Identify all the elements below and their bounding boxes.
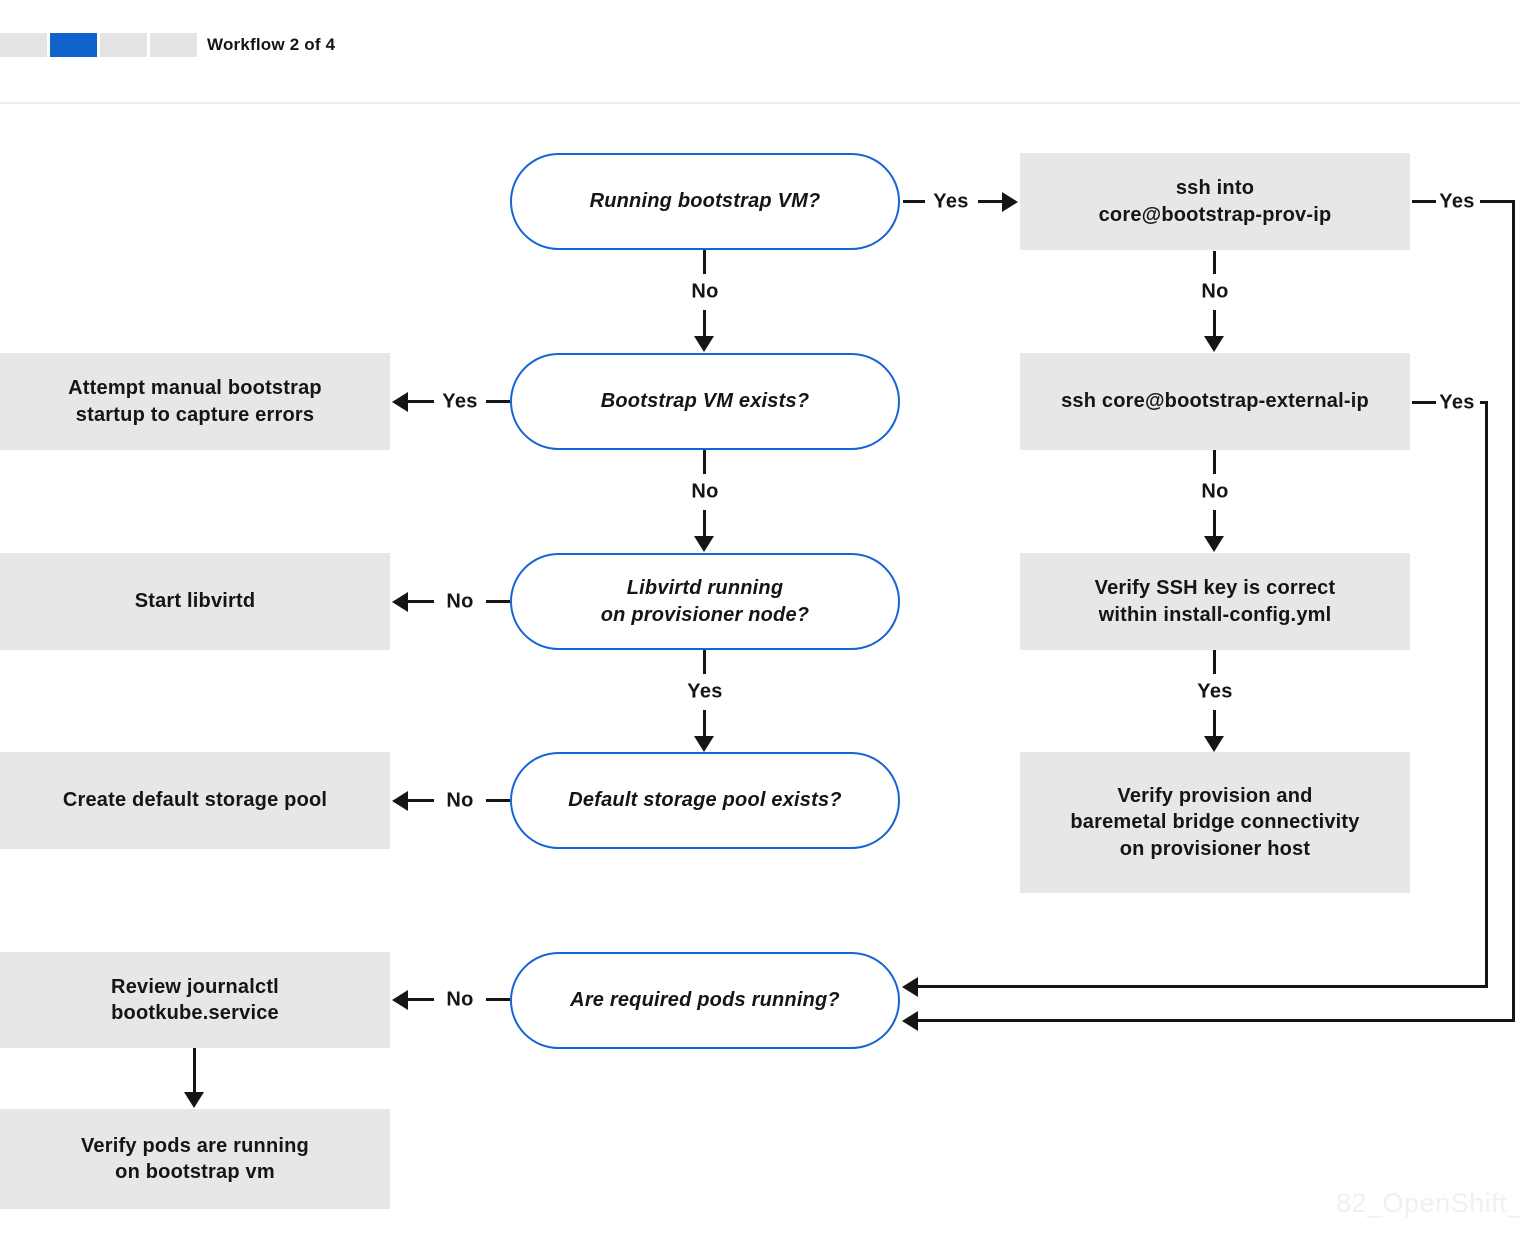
edge-label-no: No (446, 988, 474, 1011)
edge-d4-l4-arrowhead (392, 791, 408, 811)
action-box-label: Start libvirtd (134, 590, 256, 613)
edge-d2-d3-arrowhead (694, 536, 714, 552)
edge-label-yes: Yes (1439, 190, 1475, 213)
edge-d3-d4-line (703, 710, 706, 736)
decision-label: Bootstrap VM exists? (600, 390, 810, 413)
edge-label-no: No (1201, 480, 1229, 503)
edge-r2-loop-line (918, 985, 1488, 988)
action-box-label: Review journalctl bootkube.service (111, 975, 279, 1024)
action-box-verify-ssh-key: Verify SSH key is correct within install… (1020, 553, 1410, 650)
edge-d3-d4-line (703, 650, 706, 674)
action-box-label: Create default storage pool (62, 789, 328, 812)
action-box-label: Verify SSH key is correct within install… (1094, 577, 1336, 626)
action-box-verify-bridge-connectivity: Verify provision and baremetal bridge co… (1020, 752, 1410, 893)
watermark-text: 82_OpenShift_0520 (1336, 1188, 1520, 1218)
edge-d3-l3-line (486, 600, 510, 603)
edge-r3-r4-arrowhead (1204, 736, 1224, 752)
edge-d1-r1-line (978, 200, 1002, 203)
edge-label-yes: Yes (1197, 680, 1233, 703)
edge-d1-d2-line (703, 250, 706, 274)
edge-r2-loop-line (1480, 401, 1488, 404)
action-box-verify-pods-bootstrap-vm: Verify pods are running on bootstrap vm (0, 1109, 390, 1209)
edge-r2-r3-line (1213, 450, 1216, 474)
edge-r2-loop-arrowhead (902, 977, 918, 997)
edge-label-no: No (691, 480, 719, 503)
page-title: Workflow 2 of 4 (207, 35, 336, 54)
action-box-create-default-storage-pool: Create default storage pool (0, 752, 390, 849)
edge-r1-loop-line (918, 1019, 1515, 1022)
decision-running-bootstrap-vm: Running bootstrap VM? (510, 153, 900, 250)
decision-label: Default storage pool exists? (568, 789, 842, 812)
edge-d4-l4-line (408, 799, 434, 802)
edge-r2-r3-line (1213, 510, 1216, 536)
action-box-ssh-bootstrap-external-ip: ssh core@bootstrap-external-ip (1020, 353, 1410, 450)
edge-r1-loop-line (1412, 200, 1436, 203)
decision-bootstrap-vm-exists: Bootstrap VM exists? (510, 353, 900, 450)
decision-label: Are required pods running? (570, 989, 840, 1012)
progress-segment-4 (150, 33, 197, 57)
edge-d2-l2-line (408, 400, 434, 403)
edge-r1-r2-line (1213, 251, 1216, 274)
action-box-label: ssh core@bootstrap-external-ip (1061, 390, 1369, 413)
action-box-ssh-bootstrap-prov-ip: ssh into core@bootstrap-prov-ip (1020, 153, 1410, 250)
action-box-attempt-manual-bootstrap: Attempt manual bootstrap startup to capt… (0, 353, 390, 450)
edge-l5-l6-line (193, 1048, 196, 1092)
edge-r1-r2-arrowhead (1204, 336, 1224, 352)
edge-d3-d4-arrowhead (694, 736, 714, 752)
header-divider (0, 102, 1520, 104)
edge-d1-d2-arrowhead (694, 336, 714, 352)
edge-r1-loop-line (1480, 200, 1515, 203)
action-box-start-libvirtd: Start libvirtd (0, 553, 390, 650)
edge-label-no: No (446, 789, 474, 812)
edge-r2-loop-line (1412, 401, 1436, 404)
edge-d2-l2-arrowhead (392, 392, 408, 412)
edge-label-yes: Yes (933, 190, 969, 213)
edge-l5-l6-arrowhead (184, 1092, 204, 1108)
edge-label-no: No (1201, 280, 1229, 303)
edge-d4-l4-line (486, 799, 510, 802)
edge-d2-d3-line (703, 450, 706, 474)
edge-r1-loop-arrowhead (902, 1011, 918, 1031)
decision-label: Running bootstrap VM? (589, 190, 821, 213)
edge-d1-r1-arrowhead (1002, 192, 1018, 212)
decision-libvirtd-running: Libvirtd running on provisioner node? (510, 553, 900, 650)
action-box-label: ssh into core@bootstrap-prov-ip (1098, 177, 1332, 226)
edge-d3-l3-line (408, 600, 434, 603)
progress-segment-3 (100, 33, 147, 57)
decision-label: Libvirtd running on provisioner node? (600, 577, 810, 626)
edge-label-yes: Yes (442, 390, 478, 413)
decision-required-pods-running: Are required pods running? (510, 952, 900, 1049)
edge-d5-l5-arrowhead (392, 990, 408, 1010)
edge-r1-r2-line (1213, 310, 1216, 336)
edge-r3-r4-line (1213, 650, 1216, 674)
edge-r2-loop-line (1485, 401, 1488, 988)
edge-r2-r3-arrowhead (1204, 536, 1224, 552)
edge-r3-r4-line (1213, 710, 1216, 736)
edge-d5-l5-line (486, 998, 510, 1001)
edge-label-no: No (691, 280, 719, 303)
edge-d1-r1-line (903, 200, 925, 203)
progress-segment-2-active (50, 33, 97, 57)
edge-d3-l3-arrowhead (392, 592, 408, 612)
action-box-label: Attempt manual bootstrap startup to capt… (68, 377, 322, 426)
decision-default-storage-pool-exists: Default storage pool exists? (510, 752, 900, 849)
edge-d1-d2-line (703, 310, 706, 336)
edge-label-yes: Yes (1439, 391, 1475, 414)
action-box-review-journalctl: Review journalctl bootkube.service (0, 952, 390, 1048)
edge-label-yes: Yes (687, 680, 723, 703)
edge-d2-d3-line (703, 510, 706, 536)
progress-segment-1 (0, 33, 47, 57)
edge-label-no: No (446, 590, 474, 613)
action-box-label: Verify pods are running on bootstrap vm (81, 1134, 309, 1183)
edge-r1-loop-line (1512, 200, 1515, 1022)
action-box-label: Verify provision and baremetal bridge co… (1070, 784, 1360, 860)
edge-d2-l2-line (486, 400, 510, 403)
edge-d5-l5-line (408, 998, 434, 1001)
